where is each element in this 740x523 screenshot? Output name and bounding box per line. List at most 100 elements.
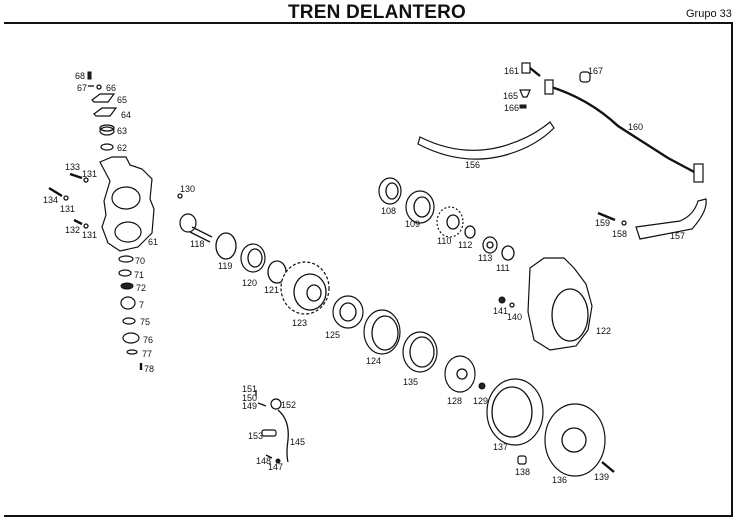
label-132: 132	[65, 225, 81, 235]
label-149: 149	[242, 401, 258, 411]
part-75-washer	[122, 317, 136, 325]
label-78: 78	[144, 364, 155, 374]
part-158-washer	[621, 220, 627, 226]
label-135: 135	[403, 377, 419, 387]
label-77: 77	[142, 349, 153, 359]
label-108: 108	[381, 206, 397, 216]
part-140-washer	[509, 302, 515, 308]
part-157-arm	[635, 198, 707, 240]
label-72: 72	[136, 283, 147, 293]
label-165: 165	[503, 91, 519, 101]
label-7: 7	[139, 300, 145, 310]
part-135-ring	[402, 331, 438, 373]
label-130: 130	[180, 184, 196, 194]
label-157: 157	[670, 231, 686, 241]
label-67: 67	[77, 83, 88, 93]
label-159: 159	[595, 218, 611, 228]
part-128-hub	[444, 355, 476, 393]
label-156: 156	[465, 160, 481, 170]
part-65-cover	[91, 93, 116, 103]
label-109: 109	[405, 219, 421, 229]
label-112: 112	[458, 240, 473, 250]
part-131-nut-c	[83, 223, 89, 229]
part-141-nut	[498, 296, 506, 304]
part-133-bolt	[69, 172, 83, 180]
part-148-screw	[265, 454, 273, 459]
part-130-ring	[177, 193, 183, 199]
part-156-arm	[417, 121, 555, 160]
label-150: 150	[242, 393, 258, 403]
part-110-gear	[436, 206, 464, 238]
label-167: 167	[588, 66, 604, 76]
part-76-cup	[122, 332, 140, 344]
part-124-ring	[363, 309, 401, 355]
label-145: 145	[290, 437, 306, 447]
part-147-nut	[275, 458, 281, 464]
label-111: 111	[496, 263, 510, 273]
label-141: 141	[493, 306, 509, 316]
part-66-pin	[96, 84, 102, 90]
part-112-ring	[464, 225, 476, 239]
part-159-bolt	[597, 211, 616, 222]
part-111-ring	[501, 245, 515, 261]
label-110: 110	[437, 236, 452, 246]
part-161-tie-rod-end	[521, 62, 541, 77]
label-137: 137	[493, 442, 509, 452]
part-118-shaft	[179, 213, 213, 243]
part-145-hose	[277, 409, 289, 463]
part-71-ring	[118, 269, 132, 277]
label-134: 134	[43, 195, 59, 205]
label-118: 118	[190, 239, 205, 249]
part-167-bushing	[579, 71, 591, 83]
label-158: 158	[612, 229, 628, 239]
part-160-tie-rod	[544, 79, 704, 183]
label-66: 66	[106, 83, 117, 93]
part-153-clamp	[261, 429, 277, 437]
part-70-ring	[118, 255, 134, 263]
part-125-plate	[332, 295, 364, 329]
part-165-boot	[519, 89, 531, 98]
part-63-bushing	[99, 124, 115, 136]
label-123: 123	[292, 318, 308, 328]
part-123-gear	[280, 261, 330, 315]
part-137-drum	[486, 378, 544, 446]
label-152: 152	[281, 400, 297, 410]
part-134-bolt	[48, 186, 63, 198]
part-108-seal	[378, 177, 402, 205]
label-161: 161	[504, 66, 520, 76]
label-76: 76	[143, 335, 154, 345]
label-129: 129	[473, 396, 489, 406]
label-151: 151	[242, 384, 258, 394]
label-75: 75	[140, 317, 151, 327]
label-140: 140	[507, 312, 523, 322]
label-124: 124	[366, 356, 382, 366]
label-153: 153	[248, 431, 264, 441]
label-160: 160	[628, 122, 644, 132]
label-122: 122	[596, 326, 612, 336]
part-68-bolt	[87, 71, 92, 80]
page-title: TREN DELANTERO	[288, 2, 467, 23]
label-63: 63	[117, 126, 128, 136]
part-119-ring	[215, 232, 237, 260]
part-129-nut	[478, 382, 486, 390]
part-121-ring	[267, 260, 287, 284]
part-166-clip	[519, 104, 527, 109]
label-61: 61	[148, 237, 159, 247]
label-131-a: 131	[82, 169, 98, 179]
label-138: 138	[515, 467, 531, 477]
label-139: 139	[594, 472, 610, 482]
label-136: 136	[552, 475, 568, 485]
label-70: 70	[135, 256, 146, 266]
part-131-nut-b	[63, 195, 69, 201]
label-121: 121	[264, 285, 280, 295]
label-166: 166	[504, 103, 520, 113]
group-number: Grupo 33	[686, 8, 732, 20]
label-62: 62	[117, 143, 128, 153]
label-64: 64	[121, 110, 132, 120]
part-136-hub	[544, 403, 606, 477]
part-7-bushing	[120, 296, 136, 310]
part-139-bolt	[601, 461, 615, 473]
label-119: 119	[218, 261, 233, 271]
part-131-nut-a	[83, 177, 89, 183]
part-120-bearing	[240, 243, 266, 273]
